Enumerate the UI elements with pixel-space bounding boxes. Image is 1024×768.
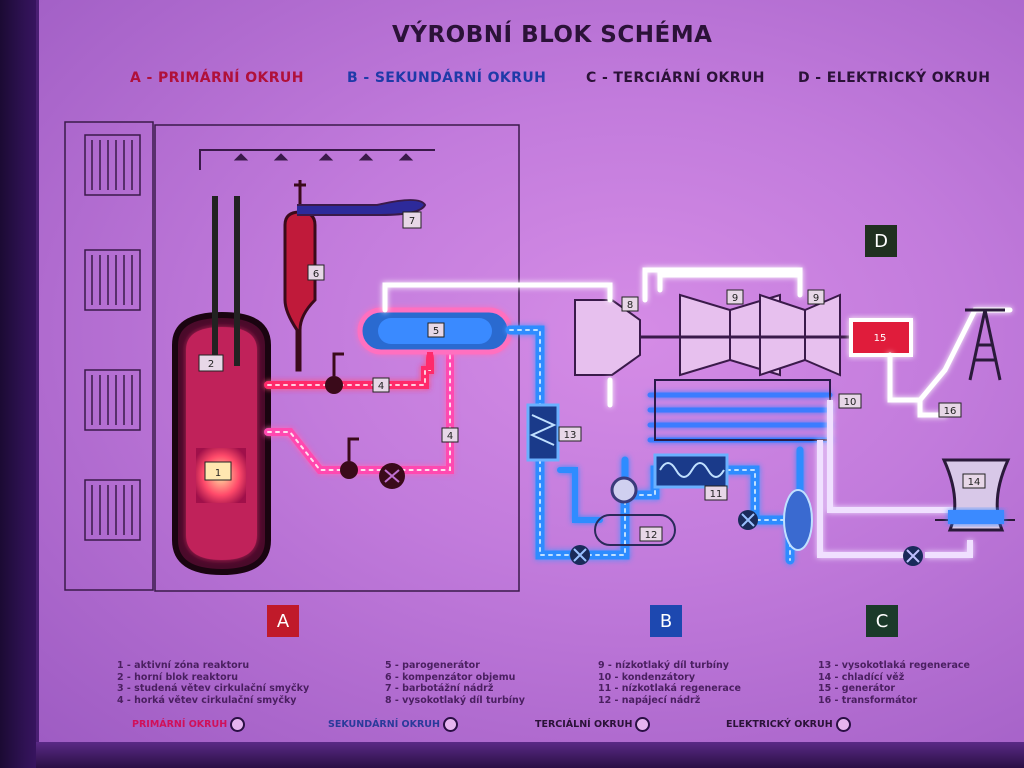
label-14: 14 <box>968 477 981 488</box>
label-4-hot: 4 <box>378 381 384 392</box>
legend-item-5: 5 - parogenerátor <box>385 660 480 671</box>
label-16: 16 <box>944 406 957 417</box>
label-6: 6 <box>313 269 319 280</box>
containment-outline <box>64 121 520 592</box>
deaerator <box>783 489 813 551</box>
feedwater-tank <box>594 476 676 546</box>
label-12: 12 <box>645 530 658 541</box>
lp-turbine-1 <box>679 293 781 377</box>
label-11: 11 <box>710 489 723 500</box>
electric-circuit-switch-icon[interactable] <box>835 717 851 732</box>
label-15: 15 <box>874 333 887 344</box>
secondary-circuit-label: SEKUNDÁRNÍ OKRUH <box>328 719 440 730</box>
label-8: 8 <box>627 300 633 311</box>
steam-generator <box>357 307 513 370</box>
label-7: 7 <box>409 216 415 227</box>
label-9b: 9 <box>813 293 819 304</box>
cooling-tower <box>935 458 1015 532</box>
cooling-water-pump <box>903 546 923 566</box>
label-1-upper: 2 <box>208 359 214 370</box>
primary-circuit-label: PRIMÁRNÍ OKRUH <box>132 719 228 730</box>
legend-item-6: 6 - kompenzátor objemu <box>385 671 516 683</box>
tertiary-circuit-button[interactable]: TERCIÁLNÍ OKRUH <box>535 717 651 732</box>
electric-circuit-button[interactable]: ELEKTRICKÝ OKRUH <box>726 717 851 732</box>
legend-column-3: 9 - nízkotlaký díl turbíny 10 - kondenzá… <box>598 660 741 706</box>
section-d-box: D <box>865 225 897 257</box>
bubbler-tower <box>84 134 141 541</box>
label-13: 13 <box>564 430 577 441</box>
label-10: 10 <box>844 397 857 408</box>
primary-circuit-button[interactable]: PRIMÁRNÍ OKRUH <box>132 717 246 732</box>
legend-item-11: 11 - nízkotlaká regenerace <box>598 683 741 694</box>
spray-system <box>199 149 435 170</box>
main-circulation-pump <box>379 463 405 489</box>
secondary-circuit-switch-icon[interactable] <box>442 717 458 732</box>
legend-item-14: 14 - chladící věž <box>818 671 905 683</box>
label-9a: 9 <box>732 293 738 304</box>
reactor-vessel <box>172 196 271 576</box>
legend-column-1: 1 - aktivní zóna reaktoru 2 - horní blok… <box>117 660 309 706</box>
legend-item-1: 1 - aktivní zóna reaktoru <box>117 660 250 671</box>
legend-secondary-circuit: B - SEKUNDÁRNÍ OKRUH <box>347 70 547 86</box>
section-b-box: B <box>650 605 682 637</box>
lp-turbine-2 <box>759 293 841 377</box>
primary-valves <box>325 352 359 479</box>
secondary-circuit-button[interactable]: SEKUNDÁRNÍ OKRUH <box>328 717 458 732</box>
page-title: VÝROBNÍ BLOK SCHÉMA <box>392 22 713 48</box>
generator <box>849 318 913 357</box>
legend-item-4: 4 - horká větev cirkulační smyčky <box>117 694 297 706</box>
section-c-box: C <box>866 605 898 637</box>
lp-regeneration-heater <box>653 453 729 489</box>
steam-lines <box>382 267 803 408</box>
label-core: 1 <box>215 468 221 479</box>
electric-circuit-label: ELEKTRICKÝ OKRUH <box>726 719 833 730</box>
primary-circuit-switch-icon[interactable] <box>230 717 246 732</box>
legend-item-13: 13 - vysokotlaká regenerace <box>818 660 970 671</box>
tertiary-circuit-switch-icon[interactable] <box>635 717 651 732</box>
section-a-box: A <box>267 605 299 637</box>
pressurizer <box>283 180 427 372</box>
legend-column-4: 13 - vysokotlaká regenerace 14 - chladíc… <box>818 660 970 706</box>
legend-item-15: 15 - generátor <box>818 683 896 694</box>
feedwater-pumps <box>570 510 758 565</box>
legend-item-2: 2 - horní blok reaktoru <box>117 671 239 683</box>
tertiary-circuit-label: TERCIÁLNÍ OKRUH <box>535 719 633 730</box>
legend-tertiary-circuit: C - TERCIÁRNÍ OKRUH <box>586 70 765 86</box>
legend-item-8: 8 - vysokotlaký díl turbíny <box>385 694 525 706</box>
legend-electric-circuit: D - ELEKTRICKÝ OKRUH <box>798 70 991 86</box>
legend-item-10: 10 - kondenzátory <box>598 671 696 683</box>
legend-primary-circuit: A - PRIMÁRNÍ OKRUH <box>130 70 304 86</box>
legend-item-3: 3 - studená větev cirkulační smyčky <box>117 683 310 694</box>
legend-item-9: 9 - nízkotlaký díl turbíny <box>598 660 729 671</box>
label-5: 5 <box>433 326 439 337</box>
legend-item-16: 16 - transformátor <box>818 694 918 706</box>
label-4-cold: 4 <box>447 431 453 442</box>
legend-item-12: 12 - napájecí nádrž <box>598 694 701 706</box>
tertiary-circuit-pipes <box>817 400 973 558</box>
transmission-tower <box>965 308 1005 381</box>
legend-item-7: 7 - barbotážní nádrž <box>385 683 494 694</box>
turbine-hall <box>574 293 850 441</box>
component-number-labels: 2 1 4 4 5 6 7 8 9 9 10 11 12 13 14 15 16 <box>208 216 986 542</box>
board-bottom-edge <box>36 742 1024 768</box>
hp-regeneration-heater <box>526 403 560 462</box>
legend-column-2: 5 - parogenerátor 6 - kompenzátor objemu… <box>385 660 525 706</box>
